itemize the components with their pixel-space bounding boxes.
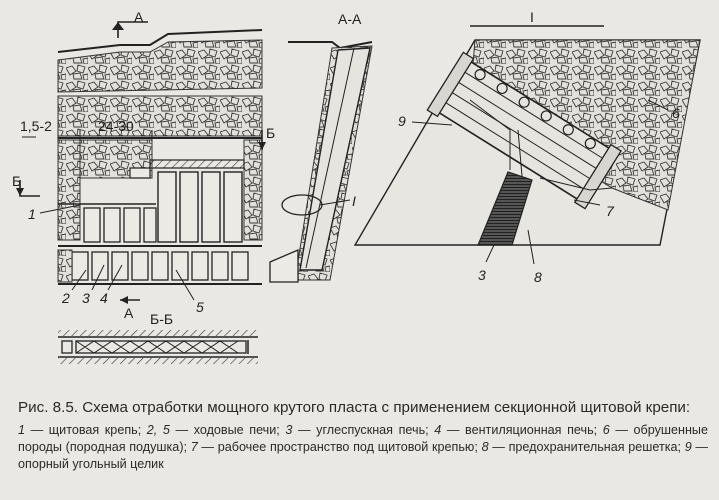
legend-text-5: — обрушенные породы (породная подушка); bbox=[18, 423, 708, 454]
callout-4: 4 bbox=[100, 290, 108, 306]
section-b-left-label: Б bbox=[12, 173, 21, 189]
section-b-aa-label: Б bbox=[266, 125, 275, 141]
callout-9: 9 bbox=[398, 113, 406, 129]
callout-5: 5 bbox=[196, 299, 204, 315]
caption-title: Рис. 8.5. Схема отработки мощного крутог… bbox=[18, 399, 691, 416]
legend-num-5: 6 bbox=[602, 423, 610, 437]
callout-1: 1 bbox=[28, 206, 36, 222]
legend-num-2: 2, 5 bbox=[146, 423, 170, 437]
legend-num-7: 8 bbox=[481, 440, 489, 454]
section-bb-title: Б-Б bbox=[150, 311, 173, 327]
legend-text-3: — углеспускная печь; bbox=[292, 423, 435, 437]
callout-3-detail: 3 bbox=[478, 267, 486, 283]
section-aa-title: А-А bbox=[338, 11, 362, 27]
view-section-bb: Б-Б bbox=[58, 311, 258, 364]
view-detail-I: I 9 6 7 3 8 bbox=[353, 9, 701, 285]
callout-7: 7 bbox=[606, 203, 615, 219]
legend-text-7: — предохранительная решетка; bbox=[488, 440, 685, 454]
figure-caption: Рис. 8.5. Схема отработки мощного крутог… bbox=[18, 398, 708, 473]
callout-2: 2 bbox=[61, 290, 70, 306]
caption-legend: 1 — щитовая крепь; 2, 5 — ходовые печи; … bbox=[18, 422, 708, 473]
dim-label-b: 24-30 bbox=[98, 118, 134, 134]
legend-num-6: 7 bbox=[190, 440, 198, 454]
view-section-aa: А-А Б I bbox=[258, 11, 373, 283]
section-a-bottom-label: А bbox=[124, 305, 134, 321]
legend-text-1: — щитовая крепь; bbox=[25, 423, 147, 437]
section-a-top-label: А bbox=[134, 9, 144, 25]
mining-scheme-figure: А 1,5-2 24-30 Б 1 2 3 4 5 А Б-Б А-А Б I bbox=[12, 9, 701, 364]
legend-num-4: 4 bbox=[434, 423, 442, 437]
view-front: А 1,5-2 24-30 Б 1 2 3 4 5 А bbox=[12, 9, 263, 321]
legend-num-8: 9 bbox=[684, 440, 692, 454]
callout-3: 3 bbox=[82, 290, 90, 306]
callout-6: 6 bbox=[672, 105, 680, 121]
legend-num-1: 1 bbox=[18, 423, 26, 437]
legend-text-4: — вентиляционная печь; bbox=[441, 423, 603, 437]
callout-detail-I: I bbox=[352, 193, 356, 209]
callout-8: 8 bbox=[534, 269, 542, 285]
legend-text-2: — ходовые печи; bbox=[169, 423, 286, 437]
detail-title: I bbox=[530, 9, 534, 25]
dim-label-a: 1,5-2 bbox=[20, 118, 52, 134]
legend-num-3: 3 bbox=[285, 423, 293, 437]
legend-text-8: — опорный угольный целик bbox=[18, 440, 709, 471]
legend-text-6: — рабочее пространство под щитовой крепь… bbox=[197, 440, 482, 454]
